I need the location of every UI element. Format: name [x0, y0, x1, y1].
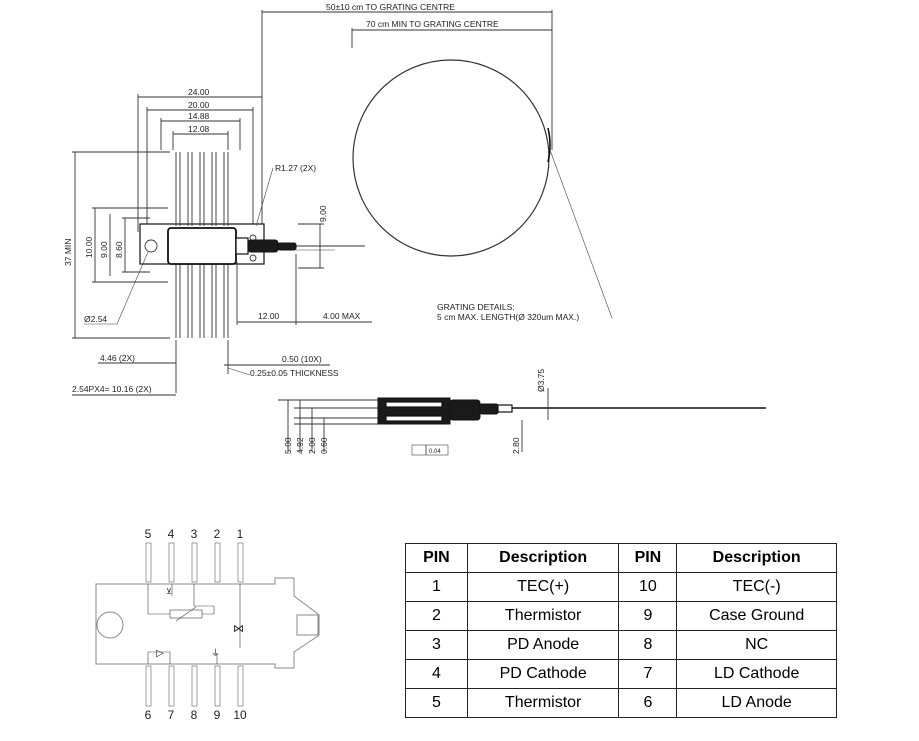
pin-width-label: 0.50 (10X) — [282, 354, 322, 364]
description-cell: PD Anode — [466, 630, 620, 660]
pin-cell: 4 — [405, 659, 468, 689]
width-20-label: 20.00 — [188, 100, 210, 110]
height-dimensions: 37 MIN 10.00 9.00 8.60 — [63, 151, 170, 339]
pin-cell: 5 — [405, 688, 468, 718]
pin-number: 10 — [233, 708, 247, 722]
radius-label: R1.27 (2X) — [275, 163, 316, 173]
height-37-label: 37 MIN — [63, 239, 73, 266]
side-280-label: 2.80 — [511, 437, 521, 454]
grating-title: GRATING DETAILS: — [437, 302, 515, 312]
header-description: Description — [676, 543, 837, 573]
pin-number: 7 — [168, 708, 175, 722]
pin-assignment-table: PIN Description PIN Description 1 TEC(+)… — [405, 543, 837, 718]
width-24-label: 24.00 — [188, 87, 210, 97]
length-12-label: 12.00 — [258, 311, 280, 321]
width-1208-label: 12.08 — [188, 124, 210, 134]
pin-number: 9 — [214, 708, 221, 722]
description-cell: Thermistor — [466, 601, 620, 631]
tec-symbol: ⋈ — [233, 623, 244, 635]
pin-schematic: ⊻ ⋈ ▷ ⏚ — [95, 542, 320, 707]
width-1488-label: 14.88 — [188, 111, 210, 121]
table-row: 5 Thermistor 6 LD Anode — [405, 688, 837, 718]
height-9-right-label: 9.00 — [318, 205, 328, 222]
hole-label: Ø2.54 — [84, 314, 107, 324]
pin-cell: 2 — [405, 601, 468, 631]
flatness-symbol — [411, 444, 427, 456]
pin-number: 8 — [191, 708, 198, 722]
side-200-label: 2.00 — [307, 437, 317, 454]
pin-number: 2 — [214, 527, 221, 541]
fiber-length-label: 50±10 cm TO GRATING CENTRE — [326, 2, 455, 12]
pin-cell: 10 — [618, 572, 678, 602]
height-10-label: 10.00 — [84, 236, 94, 258]
table-row: 1 TEC(+) 10 TEC(-) — [405, 572, 837, 602]
table-row: 4 PD Cathode 7 LD Cathode — [405, 659, 837, 689]
fiber-length-dimensions: 50±10 cm TO GRATING CENTRE 70 cm MIN TO … — [261, 2, 553, 232]
description-cell: LD Anode — [676, 688, 837, 718]
description-cell: PD Cathode — [466, 659, 620, 689]
pitch-254-label: 2.54PX4= 10.16 (2X) — [72, 384, 152, 394]
laser-diode-symbol: ▷ — [156, 648, 164, 659]
height-9-label: 9.00 — [99, 241, 109, 258]
side-500-label: 5.00 — [283, 437, 293, 454]
side-492-label: 4.92 — [295, 437, 305, 454]
grating-segment — [547, 127, 551, 163]
thickness-label: 0.25±0.05 THICKNESS — [250, 368, 339, 378]
fiber-coil — [352, 59, 550, 257]
header-pin: PIN — [618, 543, 678, 573]
pin-number: 1 — [237, 527, 244, 541]
description-cell: TEC(-) — [676, 572, 837, 602]
side-060-label: 0.60 — [319, 437, 329, 454]
pin-number: 6 — [145, 708, 152, 722]
pin-cell: 8 — [618, 630, 678, 660]
table-row: 3 PD Anode 8 NC — [405, 630, 837, 660]
description-cell: NC — [676, 630, 837, 660]
header-pin: PIN — [405, 543, 468, 573]
pin-cell: 3 — [405, 630, 468, 660]
pin-cell: 9 — [618, 601, 678, 631]
table-header-row: PIN Description PIN Description — [405, 543, 837, 573]
photodiode-symbol: ⊻ — [166, 587, 172, 596]
ground-symbol: ⏚ — [211, 648, 220, 658]
pin-number: 5 — [145, 527, 152, 541]
description-cell: Thermistor — [466, 688, 620, 718]
grating-length: 5 cm MAX. LENGTH(Ø 320um MAX.) — [437, 312, 579, 322]
header-description: Description — [466, 543, 620, 573]
side-375-label: Ø3.75 — [536, 369, 546, 392]
pin-cell: 6 — [618, 688, 678, 718]
pin-cell: 7 — [618, 659, 678, 689]
fiber-min-label: 70 cm MIN TO GRATING CENTRE — [366, 19, 499, 29]
pin-number: 3 — [191, 527, 198, 541]
table-row: 2 Thermistor 9 Case Ground — [405, 601, 837, 631]
package-top-view — [139, 152, 297, 338]
description-cell: LD Cathode — [676, 659, 837, 689]
width-dimensions: 24.00 20.00 14.88 12.08 — [137, 87, 262, 232]
pitch-446-label: 4.46 (2X) — [100, 353, 135, 363]
package-side-view — [278, 388, 766, 452]
pin-number: 4 — [168, 527, 175, 541]
length-4-label: 4.00 MAX — [323, 311, 361, 321]
description-cell: Case Ground — [676, 601, 837, 631]
description-cell: TEC(+) — [466, 572, 620, 602]
height-860-label: 8.60 — [114, 241, 124, 258]
pin-cell: 1 — [405, 572, 468, 602]
flatness-value: 0.04 — [429, 449, 441, 455]
